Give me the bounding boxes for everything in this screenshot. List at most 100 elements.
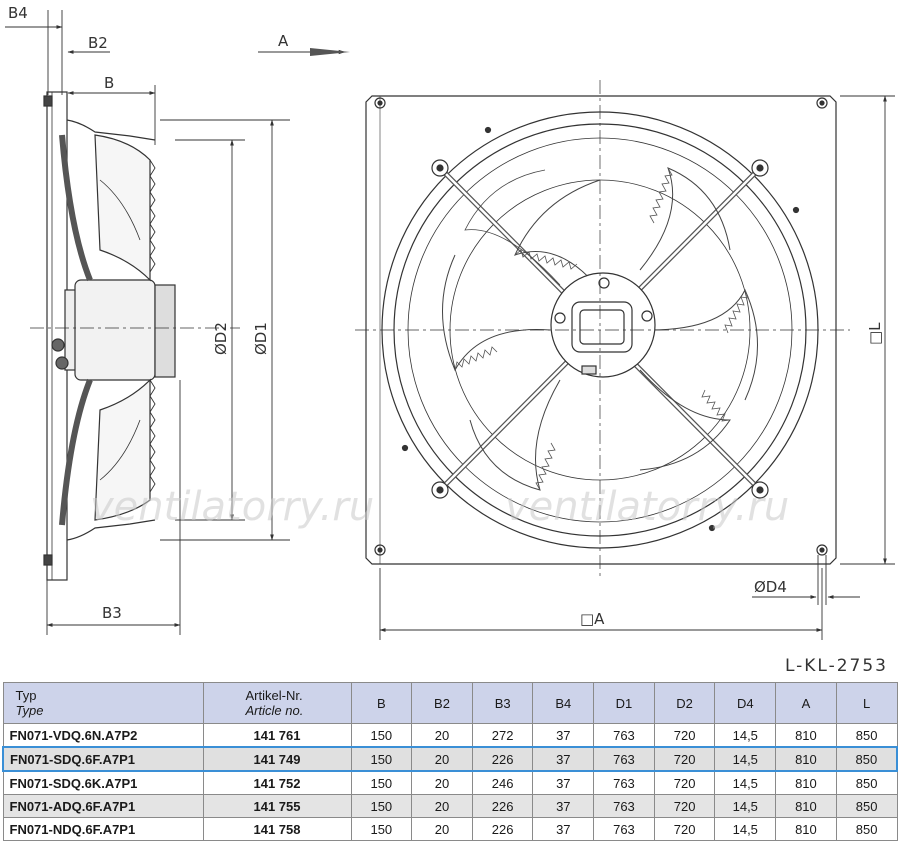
cell-l: 850	[835, 746, 898, 772]
header-l: L	[835, 682, 898, 724]
cell-b: 150	[350, 770, 413, 795]
cell-d1: 763	[593, 723, 655, 748]
watermark-left: ventilatorry.ru	[90, 484, 374, 530]
cell-d2: 720	[653, 746, 716, 772]
cell-d4: 14,5	[714, 770, 777, 795]
cell-l: 850	[835, 723, 898, 748]
label-d1: ØD1	[252, 322, 270, 355]
cell-a: 810	[775, 723, 837, 748]
cell-a: 810	[775, 770, 837, 795]
cell-d2: 720	[653, 794, 716, 818]
cell-d4: 14,5	[714, 794, 777, 818]
cell-b2: 20	[411, 723, 473, 748]
table-header-row: Typ Type Artikel-Nr. Article no. B B2 B3…	[2, 682, 898, 724]
cell-d1: 763	[593, 770, 655, 795]
cell-b3: 226	[471, 817, 534, 841]
header-b4: B4	[532, 682, 595, 724]
header-type: Typ Type	[2, 682, 204, 724]
label-b3: B3	[102, 604, 122, 622]
label-b4: B4	[8, 4, 28, 22]
cell-type: FN071-VDQ.6N.A7P2	[2, 723, 204, 748]
header-typ-de: Typ	[15, 688, 37, 703]
cell-type: FN071-SDQ.6K.A7P1	[2, 770, 204, 795]
header-d1: D1	[593, 682, 655, 724]
cell-b2: 20	[411, 746, 473, 772]
cell-b4: 37	[532, 746, 595, 772]
cell-d2: 720	[653, 770, 716, 795]
label-b: B	[104, 74, 114, 92]
document-code: L-KL-2753	[784, 656, 888, 676]
side-view	[30, 91, 240, 581]
cell-type: FN071-SDQ.6F.A7P1	[2, 746, 204, 772]
header-d4: D4	[714, 682, 777, 724]
terminal-box	[51, 338, 65, 352]
cell-a: 810	[775, 746, 837, 772]
label-view-a: A	[278, 32, 289, 50]
cell-d4: 14,5	[714, 746, 777, 772]
side-dimensions	[5, 10, 290, 635]
cell-d1: 763	[593, 794, 655, 818]
cell-type: FN071-NDQ.6F.A7P1	[2, 817, 204, 841]
cell-b: 150	[350, 817, 413, 841]
watermark-right: ventilatorry.ru	[505, 484, 789, 530]
cell-a: 810	[775, 817, 837, 841]
cell-d1: 763	[593, 746, 655, 772]
header-b3: B3	[471, 682, 534, 724]
cell-article: 141 761	[202, 723, 352, 748]
inlet-shroud	[66, 119, 156, 141]
cell-b4: 37	[532, 770, 595, 795]
cell-d2: 720	[653, 723, 716, 748]
front-dimensions	[379, 95, 895, 640]
cell-l: 850	[835, 794, 898, 818]
cell-b2: 20	[411, 817, 473, 841]
cell-b4: 37	[532, 794, 595, 818]
label-d4: ØD4	[754, 578, 787, 596]
front-view	[355, 80, 850, 580]
spec-table: Typ Type Artikel-Nr. Article no. B B2 B3…	[2, 682, 898, 841]
cell-b2: 20	[411, 794, 473, 818]
label-d2: ØD2	[212, 322, 230, 355]
cell-d2: 720	[653, 817, 716, 841]
header-d2: D2	[653, 682, 716, 724]
label-l: □L	[866, 322, 884, 345]
cell-article: 141 758	[202, 817, 352, 841]
header-b: B	[350, 682, 413, 724]
cell-b4: 37	[532, 723, 595, 748]
label-b2: B2	[88, 34, 108, 52]
cell-b2: 20	[411, 770, 473, 795]
cell-article: 141 755	[202, 794, 352, 818]
cell-type: FN071-ADQ.6F.A7P1	[2, 794, 204, 818]
cell-article: 141 749	[202, 746, 352, 772]
cell-a: 810	[775, 794, 837, 818]
cell-b: 150	[350, 746, 413, 772]
cell-l: 850	[835, 817, 898, 841]
header-article-en: Article no.	[245, 703, 304, 718]
corner-hole	[374, 97, 386, 109]
header-b2: B2	[411, 682, 473, 724]
cell-d4: 14,5	[714, 723, 777, 748]
cell-l: 850	[835, 770, 898, 795]
bolt-bottom	[43, 554, 53, 566]
cell-b: 150	[350, 723, 413, 748]
cell-article: 141 752	[202, 770, 352, 795]
bolt-top	[43, 95, 53, 107]
header-article: Artikel-Nr. Article no.	[202, 682, 352, 724]
header-type-en: Type	[15, 703, 44, 718]
cell-d1: 763	[593, 817, 655, 841]
cell-b4: 37	[532, 817, 595, 841]
label-a: □A	[580, 610, 605, 628]
cell-d4: 14,5	[714, 817, 777, 841]
cell-b3: 272	[471, 723, 534, 748]
header-artikel-de: Artikel-Nr.	[245, 688, 303, 703]
cell-b3: 226	[471, 746, 534, 772]
cell-b3: 226	[471, 794, 534, 818]
technical-drawing: B4 B2 B ØD2 ØD1 B3 A	[5, 4, 895, 640]
cell-b3: 246	[471, 770, 534, 795]
view-arrow	[258, 48, 350, 56]
header-a: A	[775, 682, 837, 724]
